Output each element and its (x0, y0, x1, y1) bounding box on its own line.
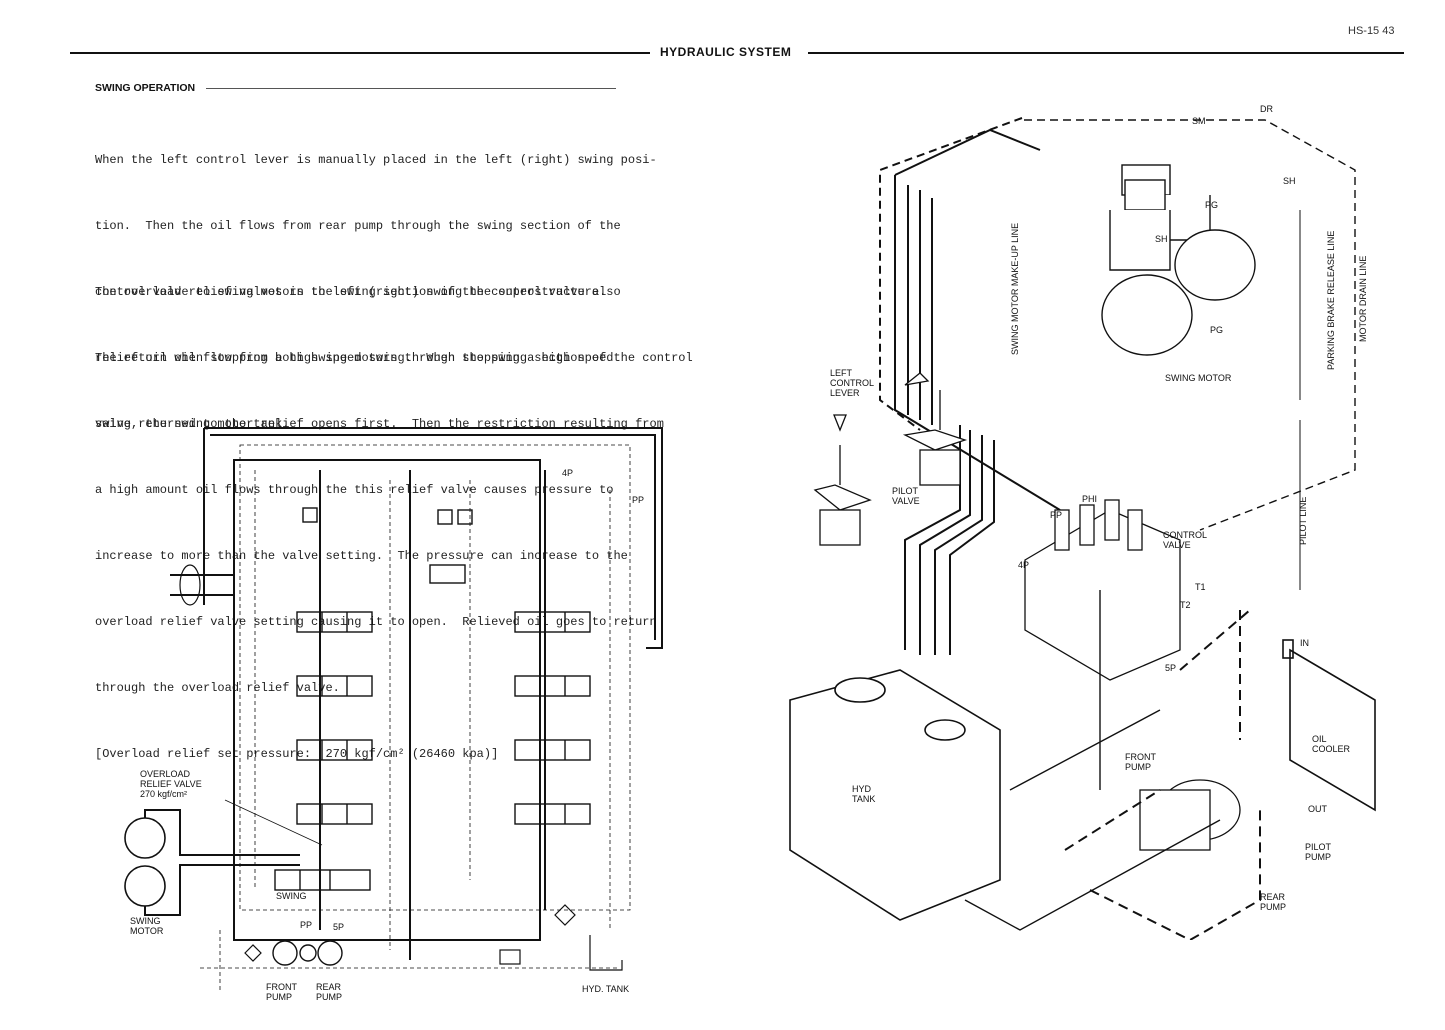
t2-label: T2 (1180, 600, 1191, 610)
sh-label-left: SH (1155, 234, 1168, 244)
pilot-valve-label-2: VALVE (892, 496, 920, 506)
rear-pump-label-1: REAR (1260, 892, 1286, 902)
pilot-pump-label-1: PILOT (1305, 842, 1332, 852)
oil-cooler-label-1: OIL (1312, 734, 1327, 744)
control-valve-label-2: VALVE (1163, 540, 1191, 550)
out-label: OUT (1308, 804, 1328, 814)
port-pp-label: PP (632, 495, 644, 505)
hyd-tank-label-1: HYD (852, 784, 872, 794)
pg-label-bottom: PG (1210, 325, 1223, 335)
5p-label: 5P (1165, 663, 1176, 673)
pictorial-diagram: DR SM SH SH PG PG SWING MOTOR MAKE-UP LI… (789, 104, 1376, 940)
swing-motor-label-1: SWING (130, 916, 161, 926)
front-pump-label-2: PUMP (1125, 762, 1151, 772)
text-line: When the left control lever is manually … (95, 153, 657, 167)
pilot-pump-label-2: PUMP (1305, 852, 1331, 862)
pilot-line-label: PILOT LINE (1298, 497, 1308, 545)
overload-label-2: RELIEF VALVE (140, 779, 202, 789)
rear-pump-label-1: REAR (316, 982, 342, 992)
page-number: HS-15 43 (1348, 25, 1395, 37)
lever-label-2: CONTROL (830, 378, 874, 388)
front-pump-label-1: FRONT (1125, 752, 1156, 762)
dr-label: DR (1260, 104, 1273, 114)
control-valve-label-1: CONTROL (1163, 530, 1207, 540)
header-rule-left (70, 52, 650, 54)
t1-label: T1 (1195, 582, 1206, 592)
sh-label-right: SH (1283, 176, 1296, 186)
makeup-line-label: SWING MOTOR MAKE-UP LINE (1010, 223, 1020, 355)
paragraph-2: The overload relief valves in the swing … (95, 237, 664, 787)
text-line: [Overload relief set pressure: 270 kgf/c… (95, 747, 499, 761)
lever-label-1: LEFT (830, 368, 853, 378)
overload-label-3: 270 kgf/cm² (140, 789, 187, 799)
pg-label-top: PG (1205, 200, 1218, 210)
swing-label: SWING (276, 891, 307, 901)
rear-pump-label-2: PUMP (316, 992, 342, 1002)
brake-line-label: PARKING BRAKE RELEASE LINE (1326, 231, 1336, 370)
text-line: The return oil flow from both swing moto… (95, 351, 693, 365)
4p-label: 4P (1018, 560, 1029, 570)
oil-cooler-label-2: COOLER (1312, 744, 1351, 754)
section-title: HYDRAULIC SYSTEM (660, 45, 792, 59)
swing-motor-label: SWING MOTOR (1165, 373, 1232, 383)
subsection-rule (206, 88, 616, 89)
text-line: The overload relief valves in the swing … (95, 285, 621, 299)
hyd-tank-label-2: TANK (852, 794, 875, 804)
front-pump-label-2: PUMP (266, 992, 292, 1002)
subsection-title: SWING OPERATION (95, 82, 196, 94)
overload-label-1: OVERLOAD (140, 769, 191, 779)
5p-label: 5P (333, 922, 344, 932)
text-line: control valve to swing motors to left (r… (95, 285, 607, 299)
text-line: overload relief valve setting causing it… (95, 615, 657, 629)
text-line: tion. Then the oil flows from rear pump … (95, 219, 621, 233)
front-pump-label-1: FRONT (266, 982, 297, 992)
swing-motor-label-2: MOTOR (130, 926, 164, 936)
pp-label: PP (300, 920, 312, 930)
paragraph-1: When the left control lever is manually … (95, 105, 693, 457)
header-rule-right (808, 52, 1404, 54)
hydraulic-schematic: 4P PP OVERLOAD RELIEF VALVE 270 kgf/cm² … (124, 427, 663, 1002)
hyd-tank-label: HYD. TANK (582, 984, 629, 994)
rear-pump-label-2: PUMP (1260, 902, 1286, 912)
text-line: a high amount oil flows through the this… (95, 483, 614, 497)
pilot-valve-label-1: PILOT (892, 486, 919, 496)
text-line: through the overload relief valve. (95, 681, 340, 695)
in-label: IN (1300, 638, 1309, 648)
lever-label-3: LEVER (830, 388, 860, 398)
sm-label: SM (1192, 116, 1206, 126)
pp-label: PP (1050, 510, 1062, 520)
text-line: relief oil when stopping a high speed sw… (95, 351, 614, 365)
phi-label: PHI (1082, 494, 1097, 504)
drain-line-label: MOTOR DRAIN LINE (1358, 256, 1368, 342)
port-4p-label: 4P (562, 468, 573, 478)
